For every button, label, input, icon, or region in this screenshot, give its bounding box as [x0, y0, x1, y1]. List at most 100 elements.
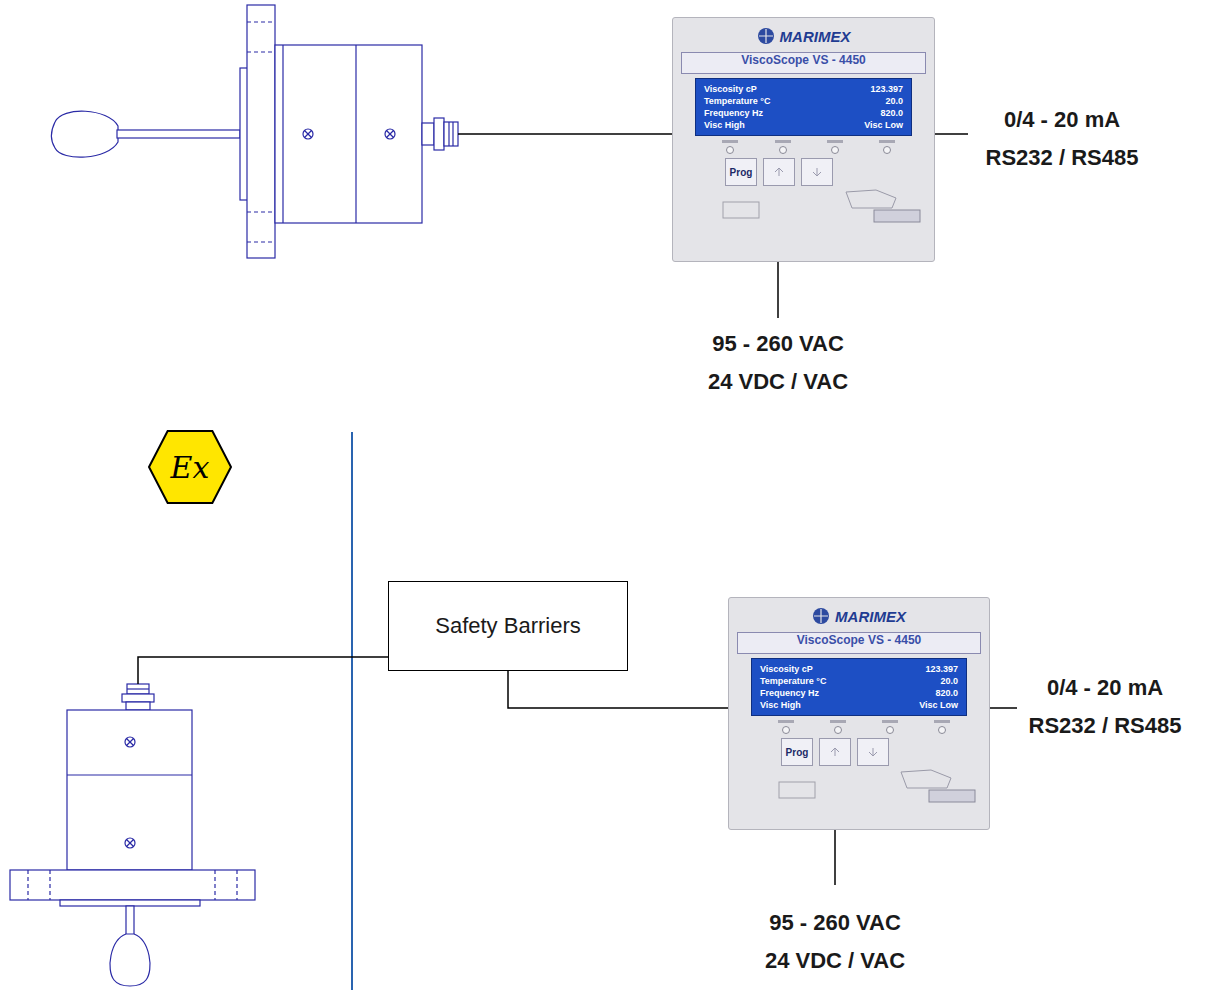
key-arrow [869, 748, 877, 756]
logo-lines [759, 29, 773, 43]
power-wire [777, 262, 779, 318]
display-value: Visc Low [919, 699, 958, 711]
output-wire [935, 133, 968, 135]
controller-panel: MARIMEX ViscoScope VS - 4450Viscosity cP 1… [672, 17, 935, 262]
cable-gland [444, 122, 458, 146]
display-value: 20.0 [940, 675, 958, 687]
box-label: Safety Barriers [435, 613, 581, 639]
display-row: Visc HighVisc Low [760, 699, 958, 711]
display-text: Viscosity cP [704, 83, 757, 95]
led [832, 147, 839, 154]
led-tag [778, 720, 794, 723]
display-row: Viscosity cP123.397 [760, 663, 958, 675]
signal-label: 0/4 - 20 mA [1004, 107, 1120, 133]
screw [385, 129, 395, 139]
display-text: Frequency Hz [704, 107, 763, 119]
sensor-horizontal [51, 5, 458, 258]
cable-gland [122, 694, 154, 702]
key-button [857, 738, 889, 766]
led [783, 727, 790, 734]
sensor-vertical [10, 684, 255, 986]
cable-gland [434, 118, 444, 150]
sensor-plate [60, 900, 200, 906]
logo-row: MARIMEX [673, 24, 934, 48]
display-text: Frequency Hz [760, 687, 819, 699]
display-value: 123.397 [925, 663, 958, 675]
led-tag [830, 720, 846, 723]
display-row: Visc HighVisc Low [704, 119, 903, 131]
display-value: 123.397 [870, 83, 903, 95]
signal-label: 95 - 260 VAC [712, 331, 844, 357]
led-tag [882, 720, 898, 723]
logo-mark [812, 607, 830, 625]
cable-gland [126, 702, 150, 710]
led-tag [879, 140, 895, 143]
gland-ridge [127, 688, 149, 689]
model-title: ViscoScope VS - 4450 [681, 52, 926, 74]
logo-row: MARIMEX [729, 604, 989, 628]
key-icon [867, 746, 879, 758]
display-value: 20.0 [885, 95, 903, 107]
display-value: 820.0 [880, 107, 903, 119]
bolt-hole [247, 211, 275, 212]
bolt-hole [49, 870, 50, 900]
sensor-flange [247, 5, 275, 258]
gland-ridge [448, 122, 449, 146]
panel-decoration [729, 768, 989, 808]
signal-label: RS232 / RS485 [1029, 713, 1182, 739]
bolt-hole [247, 51, 275, 52]
screw [303, 129, 313, 139]
screw-cross [127, 840, 134, 847]
key-button: Prog [781, 738, 813, 766]
screw-cross [305, 131, 312, 138]
button-label: Prog [730, 167, 753, 178]
brand-name: MARIMEX [780, 28, 851, 45]
controller-panel: MARIMEXViscoScope VS - 4450Viscosity cP1… [728, 597, 990, 830]
sensor-rod [126, 906, 134, 936]
body-edge [282, 45, 283, 223]
ex-mark: Ex [171, 450, 210, 485]
sensor-body [275, 45, 422, 223]
screw-cross [305, 131, 312, 138]
led [887, 727, 894, 734]
led-tag [934, 720, 950, 723]
bolt-hole [236, 870, 237, 900]
lcd-display: Viscosity cP 123.397Temperature °C20.0Fre… [695, 78, 912, 136]
led-row [729, 716, 989, 738]
body-joint [67, 774, 192, 775]
logo-circle [758, 28, 774, 44]
card-slot [929, 790, 975, 802]
led [835, 727, 842, 734]
screw-cross [387, 131, 394, 138]
sensor-rod [117, 130, 240, 138]
screw [125, 838, 135, 848]
signal-wire [458, 133, 672, 135]
display-row: Viscosity cP 123.397 [704, 83, 903, 95]
led [780, 147, 787, 154]
button-row: Prog [673, 158, 934, 188]
bolt-hole [27, 870, 28, 900]
ex-symbol: Ex [147, 429, 233, 505]
display-row: Temperature °C20.0 [704, 95, 903, 107]
cable-gland [422, 123, 434, 145]
display-value: 820.0 [935, 687, 958, 699]
key-arrow [775, 168, 783, 176]
screw [125, 737, 135, 747]
button-row: Prog [729, 738, 989, 768]
key-button [763, 158, 795, 186]
led [884, 147, 891, 154]
body-joint [355, 45, 356, 223]
screw-cross [127, 739, 134, 746]
led [939, 727, 946, 734]
signal-label: RS232 / RS485 [986, 145, 1139, 171]
display-row: Temperature °C20.0 [760, 675, 958, 687]
power-wire [834, 830, 836, 885]
led-tag [827, 140, 843, 143]
logo-lines [814, 609, 828, 623]
bolt-hole [247, 21, 275, 22]
connector [508, 671, 728, 708]
connector-slot [723, 202, 759, 218]
display-value: Visc Low [864, 119, 903, 131]
display-row: Frequency Hz 820.0 [704, 107, 903, 119]
screw-cross [127, 739, 134, 746]
